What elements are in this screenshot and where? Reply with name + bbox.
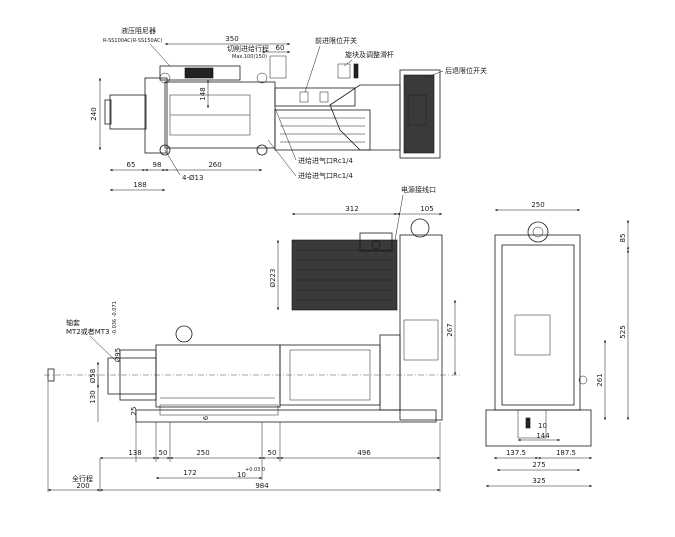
label-air-inlet-1: 进给进气口Rc1/4 <box>298 156 354 165</box>
dim-250: 250 <box>196 449 209 457</box>
top-view: 350 60 240 148 65 98 260 188 4-Ø13 液压阻尼器… <box>90 26 487 192</box>
spindle-quill <box>107 357 157 395</box>
dim-58: Ø58 <box>89 369 97 383</box>
dim-260: 260 <box>208 161 221 169</box>
label-feed-stroke: 切削进给行程 <box>227 44 269 53</box>
dim-6: 6 <box>202 415 210 420</box>
dim-130: 130 <box>89 390 97 403</box>
dim-350: 350 <box>225 35 238 43</box>
mount-hole <box>159 144 171 156</box>
dim-240: 240 <box>90 107 98 120</box>
end-dim-261: 261 <box>596 373 604 386</box>
end-dim-144: 144 <box>536 432 550 440</box>
motor-body <box>274 109 371 151</box>
dim-984: 984 <box>255 482 269 490</box>
dim-10: 10 <box>237 471 246 479</box>
end-dim-325: 325 <box>532 477 545 485</box>
dim-200: 200 <box>76 482 89 490</box>
damper-cylinder <box>159 65 241 81</box>
label-max-stroke: Max.100(150) <box>232 54 267 60</box>
end-dim-250: 250 <box>531 201 544 209</box>
spindle-nose <box>109 94 147 130</box>
label-air-inlet-2: 进给进气口Rc1/4 <box>298 171 354 180</box>
dim-172: 172 <box>183 469 196 477</box>
dim-25: 25 <box>130 407 138 416</box>
end-dim-85: 85 <box>619 234 627 243</box>
dim-60: 60 <box>276 44 285 52</box>
label-terminal: 电源接线口 <box>401 185 436 194</box>
dim-188: 188 <box>133 181 146 189</box>
dim-95-tol: -0.036 -0.071 <box>112 301 118 335</box>
dim-50b: 50 <box>268 449 277 457</box>
label-rotate-block: 旋块及调整滑杆 <box>345 50 394 59</box>
label-front-limit: 前进限位开关 <box>315 36 357 45</box>
rear-housing <box>399 69 441 159</box>
dim-105: 105 <box>420 205 433 213</box>
dim-148: 148 <box>199 87 207 100</box>
end-dim-275: 275 <box>532 461 545 469</box>
label-total-stroke: 全行程 <box>72 474 93 483</box>
front-flange <box>144 77 168 154</box>
dim-65: 65 <box>127 161 136 169</box>
end-dim-10: 10 <box>538 422 547 430</box>
side-motor <box>291 239 398 311</box>
mount-hole <box>256 144 268 156</box>
dim-holes: 4-Ø13 <box>182 174 203 182</box>
end-dim-187-5: 187.5 <box>556 449 576 457</box>
end-view: 250 85 525 261 10 144 137.5 187.5 275 32… <box>485 201 630 488</box>
label-taper: MT2或者MT3 <box>66 327 110 336</box>
label-rear-limit: 后退限位开关 <box>445 66 487 75</box>
dim-98: 98 <box>153 161 162 169</box>
end-dim-137-5: 137.5 <box>506 449 526 457</box>
label-damper-model: R-SS100AC(R-SS150AC) <box>103 38 163 44</box>
end-dim-525: 525 <box>619 325 627 338</box>
label-spindle-sleeve: 轴套 <box>66 318 80 327</box>
limit-bracket <box>274 87 356 107</box>
dim-267: 267 <box>446 323 454 336</box>
end-housing <box>494 234 581 411</box>
side-gear-housing <box>399 234 443 421</box>
dim-10-tol: +0.03 0 <box>245 467 265 473</box>
dim-496: 496 <box>357 449 371 457</box>
side-main-housing <box>155 344 281 408</box>
dim-50a: 50 <box>159 449 168 457</box>
label-damper: 液压阻尼器 <box>121 26 156 35</box>
dim-138: 138 <box>128 449 141 457</box>
dim-312: 312 <box>345 205 358 213</box>
slide-base <box>135 409 437 423</box>
dim-223: Ø223 <box>269 269 277 288</box>
side-view: 312 105 Ø223 267 Ø95 -0.036 -0.071 Ø58 1… <box>44 185 460 492</box>
dim-95: Ø95 <box>114 348 122 362</box>
